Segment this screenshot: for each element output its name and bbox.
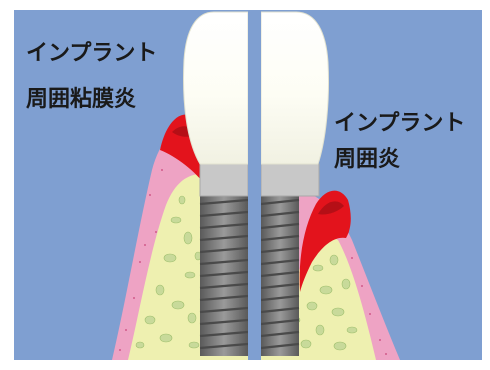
right-label-line2: 周囲炎 <box>334 149 400 171</box>
left-label-line1: インプラント <box>26 43 157 65</box>
right-label-line1: インプラント <box>334 113 465 135</box>
left-abutment <box>200 164 248 196</box>
right-crown <box>261 12 329 164</box>
left-label-line2: 周囲粘膜炎 <box>26 89 136 111</box>
right-abutment <box>261 164 319 196</box>
left-crown <box>184 12 248 164</box>
